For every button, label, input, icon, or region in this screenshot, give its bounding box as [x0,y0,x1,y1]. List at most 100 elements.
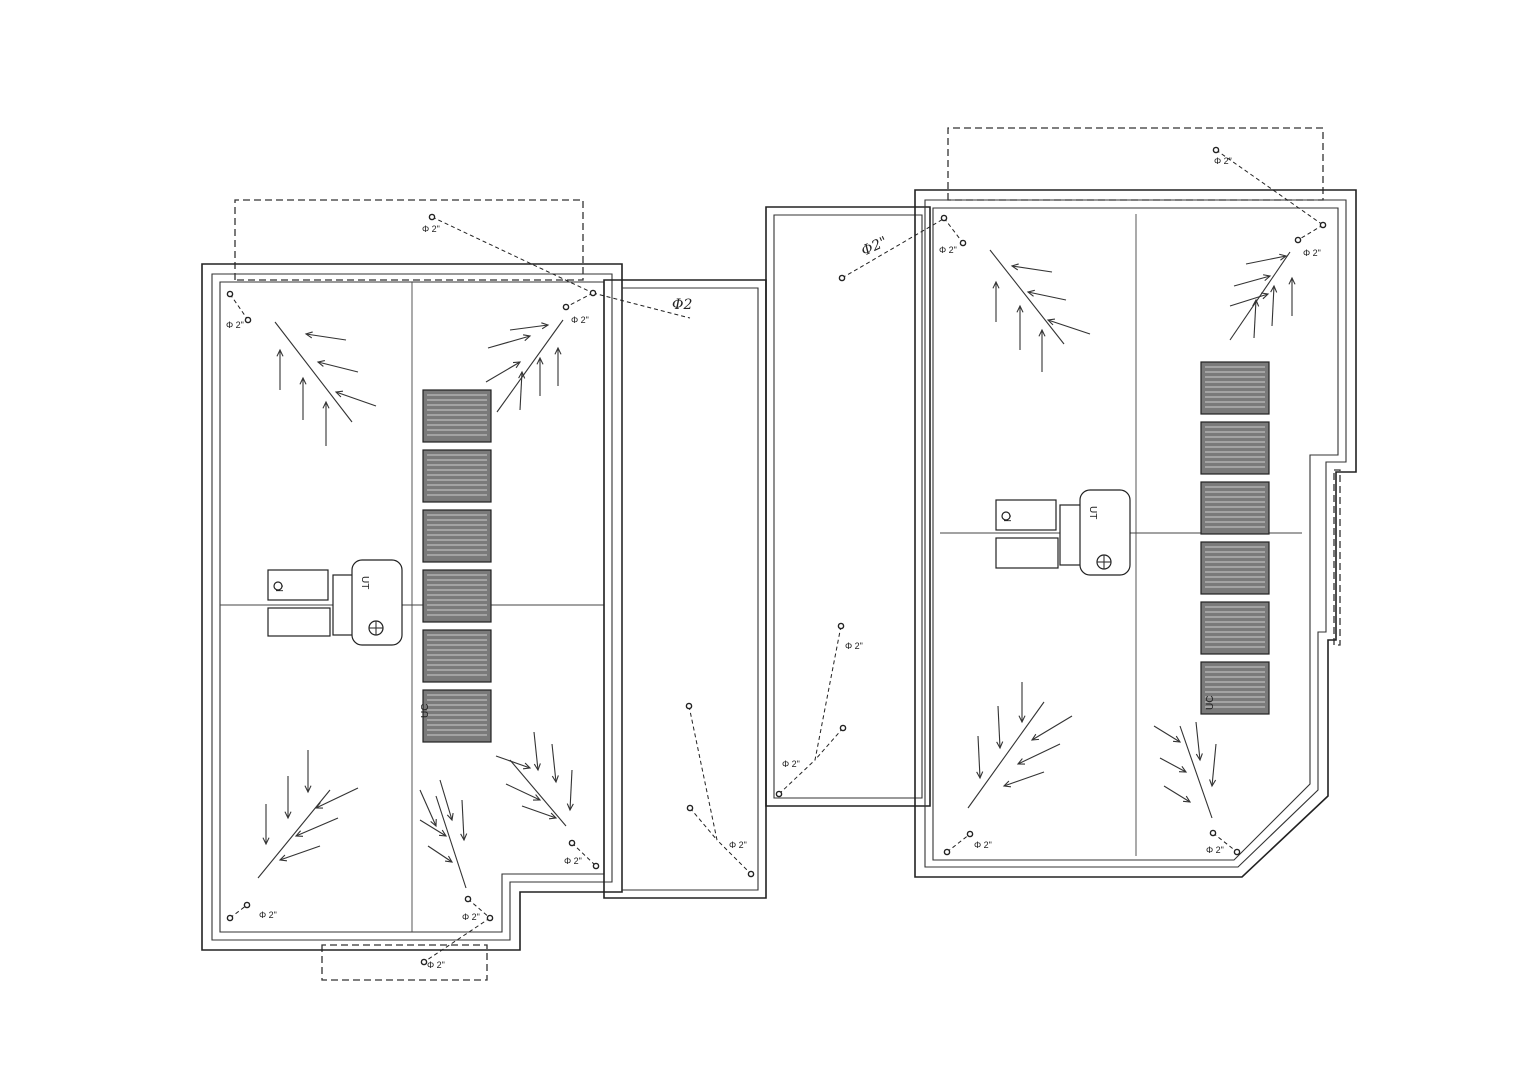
drain-outlet-icon [1233,848,1241,856]
slope-arrow-icon [294,817,339,837]
drain-size-label: Φ 2" [1303,248,1321,258]
drain-outlet-icon [686,804,694,812]
slope-arrow-icon [992,280,1000,322]
solar-panel [1200,421,1270,475]
pump-unit [1059,504,1083,566]
slope-arrow-icon [485,361,522,383]
drain-size-label: Φ 2" [564,856,582,866]
drain-outlet-icon [838,274,846,282]
drain-outlet-icon [592,862,600,870]
slope-ridge-line [435,795,467,889]
drain-size-label: Φ 2" [729,840,747,850]
drain-size-label: Φ 2" [939,245,957,255]
drain-outlet-icon [1319,221,1327,229]
slope-ridge-line [496,319,564,413]
drain-size-label: Φ 2" [782,759,800,769]
drain-pipe [946,833,971,853]
drain-size-label: Φ 2" [571,315,589,325]
drain-outlet-icon [837,622,845,630]
drain-outlet-icon [747,870,755,878]
slope-ridge-line [967,701,1045,809]
drain-pipe [565,292,594,308]
handwritten-drain-note: Φ2" [859,234,890,260]
unit-a-label: UT [359,576,370,589]
drain-pipe [571,842,597,867]
drain-size-label: Φ 2" [1206,845,1224,855]
slope-arrow-icon [1016,304,1024,350]
slope-arrow-icon [1163,785,1192,803]
solar-panel [422,569,492,623]
drain-outlet-icon [568,839,576,847]
slope-arrow-icon [419,789,437,828]
middle-sections [603,206,931,899]
drain-outlet-icon [226,290,234,298]
slope-arrow-icon [976,735,984,780]
slope-arrow-icon [487,334,532,349]
slope-arrow-icon [439,779,454,822]
heater-base [995,537,1059,569]
drain-size-label: Φ 2" [226,320,244,330]
drain-size-label: Φ 2" [462,912,480,922]
slope-arrow-icon [533,731,541,772]
slope-arrow-icon [495,755,532,770]
slope-arrow-icon [1252,298,1260,339]
slope-arrow-icon [536,356,544,396]
drain-pipe [943,217,964,244]
left-equipment: H UT UC [267,559,431,718]
middle-right-roof [765,206,931,807]
slope-arrow-icon [460,799,468,842]
drain-pipe [229,904,248,919]
drain-outlet-icon [486,914,494,922]
drain-pipe [467,898,491,919]
slope-arrow-icon [1046,318,1091,335]
middle-left-roof [603,279,767,899]
left-outer-wall [201,263,623,951]
drain-outlet-icon [226,914,234,922]
slope-arrow-icon [304,331,347,341]
heater-base [267,607,331,637]
slope-arrow-icon [1010,263,1053,273]
solar-panel [422,449,492,503]
drain-outlet-icon [966,830,974,838]
left-building: H UT UC [201,199,623,981]
panel-end-label-right: UC [1205,696,1216,710]
slope-arrow-icon [1270,284,1278,327]
panel-end-label: UC [420,704,431,718]
slope-arrow-icon [262,804,270,846]
slope-arrow-icon [1016,743,1061,765]
solar-panel [422,509,492,563]
drain-outlet-icon [685,702,693,710]
solar-panel [422,689,492,743]
solar-panel [1200,541,1270,595]
drain-pipes [229,149,1324,963]
drain-pipe [431,216,594,294]
slope-arrow-icon [518,370,526,411]
drain-outlet-icon [1294,236,1302,244]
slope-arrow-icon [316,360,359,373]
drain-outlet-icon [839,724,847,732]
drain-pipe [814,727,844,761]
slope-arrow-icon [1026,289,1067,301]
drain-labels: Φ 2" Φ 2" Φ 2" Φ 2" Φ 2" Φ 2" Φ 2" Φ 2" … [226,156,1321,970]
drain-pipe [1212,832,1238,853]
drain-pipe [689,807,718,841]
slope-arrow-icon [551,743,559,784]
slope-ridge-line [1179,725,1213,819]
unit-b-label: UT [1087,506,1098,519]
right-inner-wall [924,199,1347,868]
drain-outlet-icon [775,790,783,798]
drain-size-label: Φ 2" [422,224,440,234]
slope-ridge-line [274,321,353,423]
slope-arrow-icon [1153,725,1182,743]
slope-arrow-icon [1233,274,1272,287]
drain-size-label: Φ 2" [259,910,277,920]
solar-panel [1200,481,1270,535]
left-solar-panel-array [422,389,492,743]
right-side-dashed-overhang [1333,469,1341,646]
slope-arrow-icon [419,819,448,837]
drain-pipe [229,293,249,321]
slope-arrow-icon [566,769,574,812]
handwritten-drain-note: Φ2 [672,297,692,313]
slope-arrow-icon [1288,276,1296,316]
drain-outlet-icon [464,895,472,903]
